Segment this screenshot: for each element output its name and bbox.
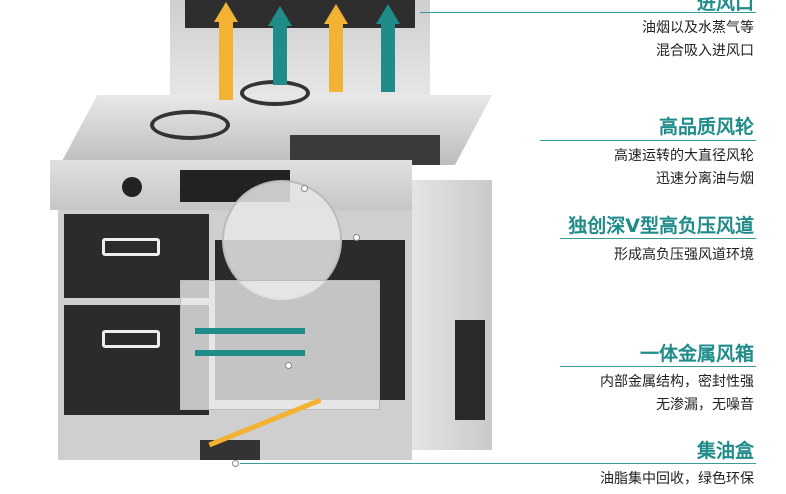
callout-dot xyxy=(232,460,239,467)
callout-line: 迅速分离油与烟 xyxy=(656,171,754,187)
drawer-handle xyxy=(102,330,160,348)
intake-arrow-icon xyxy=(214,2,238,22)
callout-line: 形成高负压强风道环境 xyxy=(614,247,754,263)
divider xyxy=(560,238,756,239)
divider xyxy=(560,366,756,367)
intake-arrow-icon xyxy=(324,4,348,24)
callout-dot xyxy=(353,234,360,241)
airflow-arrow-icon xyxy=(195,350,305,356)
callout-title-fan-wheel: 高品质风轮 xyxy=(658,116,754,138)
knob xyxy=(122,177,142,197)
intake-arrow-icon xyxy=(219,20,233,100)
callout-line: 混合吸入进风口 xyxy=(656,43,754,59)
callout-desc: 高速运转的大直径风轮 迅速分离油与烟 xyxy=(614,145,754,191)
exhaust-arrow-icon xyxy=(268,6,292,26)
air-box xyxy=(180,280,380,410)
callout-title-v-duct: 独创深V型高负压风道 xyxy=(568,215,754,237)
airflow-arrow-icon xyxy=(195,328,305,334)
callout-desc: 形成高负压强风道环境 xyxy=(614,244,754,267)
callout-dot xyxy=(301,185,308,192)
divider xyxy=(540,140,756,141)
exhaust-arrow-icon xyxy=(381,22,395,92)
callout-title-metal-air-box: 一体金属风箱 xyxy=(639,343,754,365)
side-vent xyxy=(455,320,485,420)
callout-line: 油烟以及水蒸气等 xyxy=(642,20,754,36)
callout-line: 内部金属结构，密封性强 xyxy=(600,374,754,390)
callout-title-air-intake: 进风口 xyxy=(696,0,754,14)
callout-line: 高速运转的大直径风轮 xyxy=(614,148,754,164)
intake-arrow-icon xyxy=(329,22,343,92)
divider xyxy=(420,12,756,13)
callout-desc: 油脂集中回收，绿色环保 xyxy=(600,468,754,491)
callout-dot xyxy=(285,362,292,369)
divider xyxy=(240,463,756,464)
callout-desc: 油烟以及水蒸气等 混合吸入进风口 xyxy=(642,17,754,63)
burner xyxy=(150,110,230,140)
exhaust-arrow-icon xyxy=(273,25,287,85)
callout-desc: 内部金属结构，密封性强 无渗漏，无噪音 xyxy=(600,371,754,417)
callout-title-oil-box: 集油盒 xyxy=(696,440,754,462)
callout-line: 油脂集中回收，绿色环保 xyxy=(600,471,754,487)
drawer-handle xyxy=(102,238,160,256)
exhaust-arrow-icon xyxy=(376,4,400,24)
callout-line: 无渗漏，无噪音 xyxy=(656,397,754,413)
